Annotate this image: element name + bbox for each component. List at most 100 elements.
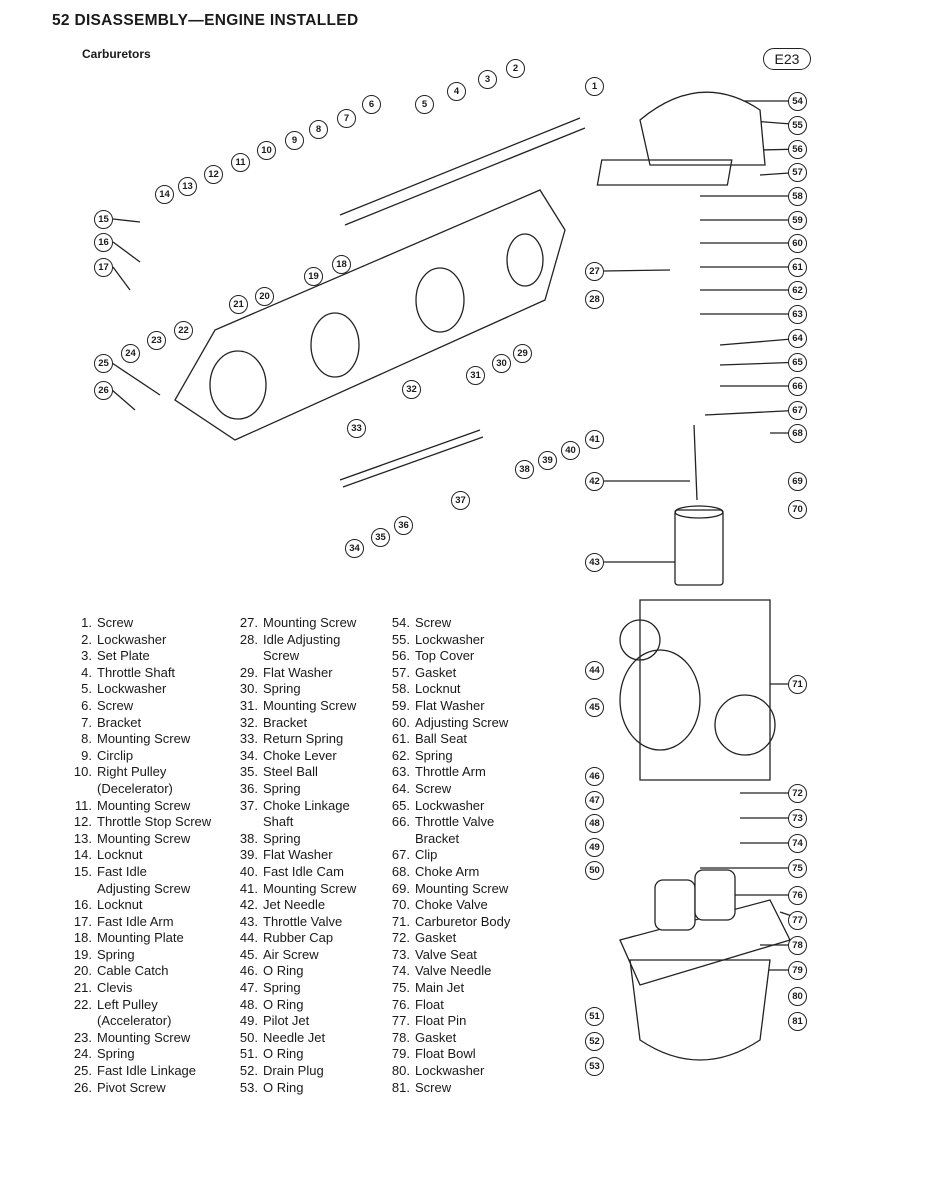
part-number: 1. bbox=[81, 615, 92, 630]
callout-52: 52 bbox=[585, 1032, 604, 1051]
callout-69: 69 bbox=[788, 472, 807, 491]
callout-12: 12 bbox=[204, 165, 223, 184]
section-title: Carburetors bbox=[82, 47, 151, 61]
part-number: 57. bbox=[391, 664, 410, 680]
parts-list-item: 19.Spring bbox=[60, 947, 211, 964]
parts-list-item: 11. Mounting Screw bbox=[60, 798, 211, 815]
part-number: 49. bbox=[239, 1013, 258, 1029]
float-bowl-drawing bbox=[629, 959, 771, 1061]
part-number: 17. bbox=[73, 913, 92, 929]
callout-6: 6 bbox=[362, 95, 381, 114]
parts-list-item: 58.Locknut bbox=[378, 681, 510, 698]
callout-74: 74 bbox=[788, 834, 807, 853]
parts-list-item: 40.Fast Idle Cam bbox=[226, 864, 356, 881]
part-name: Gasket bbox=[415, 930, 457, 946]
parts-list-item: 8.Mounting Screw bbox=[60, 731, 211, 748]
callout-80: 80 bbox=[788, 987, 807, 1006]
part-name: O Ring bbox=[263, 996, 304, 1012]
parts-list-item: 78. Gasket bbox=[378, 1030, 510, 1047]
part-number: 47. bbox=[239, 980, 258, 996]
parts-list-item: 77.Float Pin bbox=[378, 1013, 510, 1030]
parts-list-item: 60.Adjusting Screw bbox=[378, 715, 510, 732]
parts-list-item: 49. Pilot Jet bbox=[226, 1013, 356, 1030]
part-number: 37. bbox=[239, 797, 258, 813]
part-number: 2. bbox=[81, 631, 92, 647]
part-name: Pivot Screw bbox=[97, 1079, 166, 1095]
part-number: 33. bbox=[239, 731, 258, 747]
parts-list-item: 80.Lockwasher bbox=[378, 1063, 510, 1080]
part-name: Screw bbox=[415, 615, 452, 630]
callout-72: 72 bbox=[788, 784, 807, 803]
part-name: Mounting Screw bbox=[97, 797, 191, 813]
parts-list-item: 53.O Ring bbox=[226, 1080, 356, 1097]
parts-list-item: 21.Clevis bbox=[60, 980, 211, 997]
callout-17: 17 bbox=[94, 258, 113, 277]
part-number: 32. bbox=[239, 714, 258, 730]
parts-list-item: 17.Fast Idle Arm bbox=[60, 914, 211, 931]
part-name: Throttle Valve bbox=[263, 913, 343, 929]
callout-13: 13 bbox=[178, 177, 197, 196]
parts-list-item: 54. Screw bbox=[378, 615, 510, 632]
part-name: Ball Seat bbox=[415, 731, 468, 747]
part-number: 61. bbox=[391, 731, 410, 747]
callout-40: 40 bbox=[561, 441, 580, 460]
part-number: 59. bbox=[391, 697, 410, 713]
parts-list-item: 62.Spring bbox=[378, 748, 510, 765]
callout-11: 11 bbox=[231, 153, 250, 172]
parts-list-item: 5.Lockwasher bbox=[60, 681, 211, 698]
part-name: Gasket bbox=[415, 1029, 457, 1045]
part-name: Spring bbox=[97, 946, 135, 962]
callout-9: 9 bbox=[285, 131, 304, 150]
part-name: Mounting Plate bbox=[97, 930, 184, 946]
part-number: 72. bbox=[391, 930, 410, 946]
part-name: Clevis bbox=[97, 980, 133, 996]
part-number: 14. bbox=[73, 847, 92, 863]
part-name: Choke Arm bbox=[415, 863, 480, 879]
part-name: Pilot Jet bbox=[263, 1013, 310, 1029]
part-number: 71. bbox=[391, 913, 410, 929]
part-number: 55. bbox=[391, 631, 410, 647]
callout-71: 71 bbox=[788, 675, 807, 694]
part-number: 35. bbox=[239, 764, 258, 780]
callout-35: 35 bbox=[371, 528, 390, 547]
part-number: 54. bbox=[391, 615, 410, 630]
part-number: 40. bbox=[239, 863, 258, 879]
parts-list-item: 33.Return Spring bbox=[226, 731, 356, 748]
parts-list-item: 35.Steel Ball bbox=[226, 764, 356, 781]
callout-38: 38 bbox=[515, 460, 534, 479]
part-number: 69. bbox=[391, 880, 410, 896]
part-number: 25. bbox=[73, 1063, 92, 1079]
part-name: Mounting Screw bbox=[263, 880, 357, 896]
part-number: 11. bbox=[74, 797, 92, 813]
part-number: 43. bbox=[239, 913, 258, 929]
callout-10: 10 bbox=[257, 141, 276, 160]
part-name: Locknut bbox=[415, 681, 461, 697]
part-name: Air Screw bbox=[263, 946, 319, 962]
parts-list-item: 23.Mounting Screw bbox=[60, 1030, 211, 1047]
mounting-plate-drawing bbox=[174, 189, 566, 441]
callout-2: 2 bbox=[506, 59, 525, 78]
callout-34: 34 bbox=[345, 539, 364, 558]
part-number: 22. bbox=[73, 996, 92, 1012]
callout-16: 16 bbox=[94, 233, 113, 252]
callout-58: 58 bbox=[788, 187, 807, 206]
parts-list-item: 32.Bracket bbox=[226, 715, 356, 732]
choke-shaft-drawing bbox=[339, 429, 484, 488]
parts-list-item: 59. Flat Washer bbox=[378, 698, 510, 715]
part-name: Spring bbox=[263, 980, 301, 996]
part-number: 78. bbox=[391, 1029, 410, 1045]
callout-26: 26 bbox=[94, 381, 113, 400]
callout-24: 24 bbox=[121, 344, 140, 363]
callout-67: 67 bbox=[788, 401, 807, 420]
callout-39: 39 bbox=[538, 451, 557, 470]
callout-76: 76 bbox=[788, 886, 807, 905]
part-name: Set Plate bbox=[97, 648, 150, 664]
parts-list-item: 50.Needle Jet bbox=[226, 1030, 356, 1047]
part-name: Flat Washer bbox=[415, 697, 485, 713]
callout-27: 27 bbox=[585, 262, 604, 281]
callout-73: 73 bbox=[788, 809, 807, 828]
part-number: 7. bbox=[81, 714, 92, 730]
